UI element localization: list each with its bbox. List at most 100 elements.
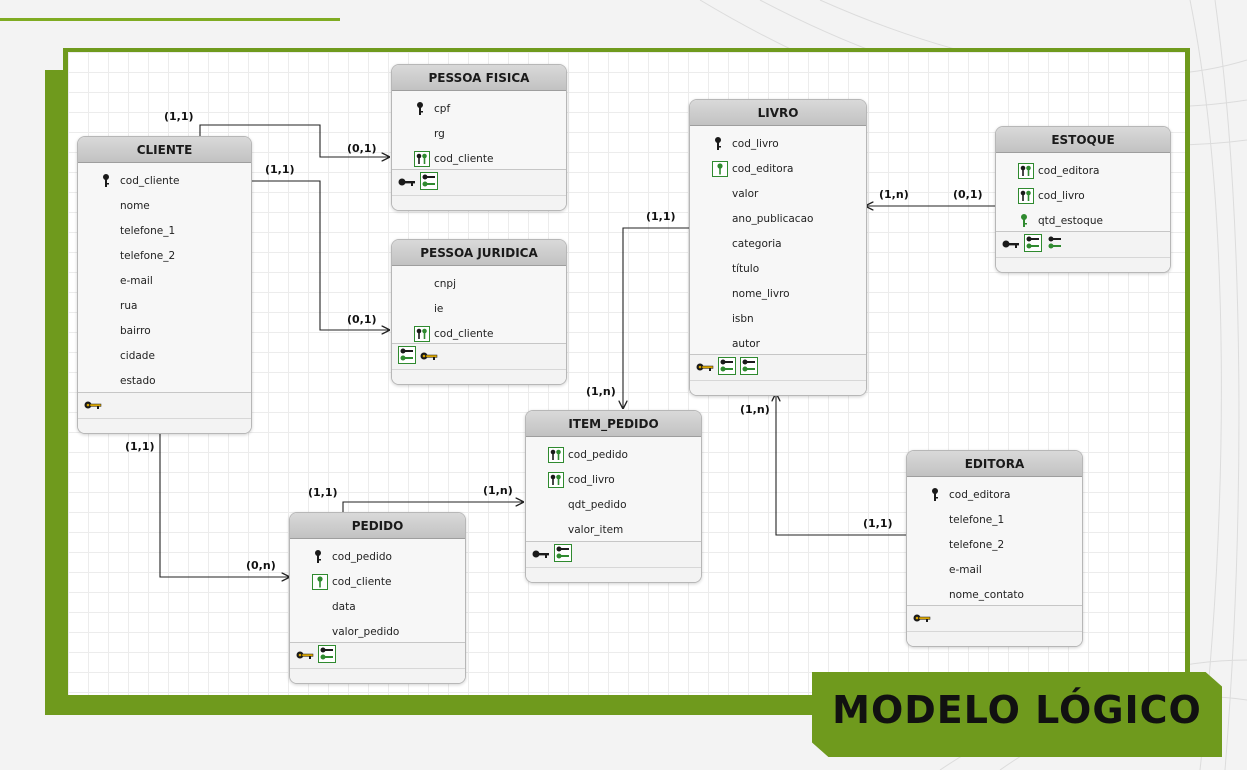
- attribute-name: ano_publicacao: [732, 212, 814, 225]
- cardinality-label: (0,1): [953, 188, 983, 201]
- pk-key-icon: [1002, 235, 1020, 254]
- attribute-row[interactable]: e-mail: [78, 268, 251, 293]
- cardinality-label: (1,1): [265, 163, 295, 176]
- attribute-row[interactable]: cod_editora: [690, 156, 866, 181]
- attribute-row[interactable]: telefone_1: [907, 507, 1082, 532]
- attribute-name: cod_cliente: [434, 152, 494, 165]
- attribute-row[interactable]: valor_pedido: [290, 619, 465, 644]
- attribute-row[interactable]: cnpj: [392, 271, 566, 296]
- attribute-row[interactable]: cod_livro: [526, 467, 701, 492]
- pk-icon: [414, 101, 430, 117]
- attribute-row[interactable]: bairro: [78, 318, 251, 343]
- attribute-name: bairro: [120, 324, 151, 337]
- entity-title: ITEM_PEDIDO: [526, 411, 701, 437]
- cardinality-label: (0,1): [347, 313, 377, 326]
- attribute-row[interactable]: telefone_2: [907, 532, 1082, 557]
- cardinality-label: (1,1): [863, 517, 893, 530]
- attribute-row[interactable]: rua: [78, 293, 251, 318]
- attribute-row[interactable]: rg: [392, 121, 566, 146]
- attribute-name: ie: [434, 302, 444, 315]
- pk-gold-key-icon: [84, 396, 102, 415]
- key-summary-row: [290, 643, 465, 669]
- attribute-row[interactable]: telefone_2: [78, 243, 251, 268]
- attribute-row[interactable]: data: [290, 594, 465, 619]
- attribute-name: título: [732, 262, 760, 275]
- attribute-name: cod_editora: [949, 488, 1011, 501]
- pk-gold-key-icon: [296, 646, 314, 665]
- attribute-row[interactable]: nome: [78, 193, 251, 218]
- attribute-row[interactable]: ie: [392, 296, 566, 321]
- fk-icon: [548, 446, 564, 463]
- key-summary-row: [996, 232, 1170, 258]
- fkpk-key-icon: [420, 171, 438, 194]
- cardinality-label: (1,n): [586, 385, 616, 398]
- attribute-row[interactable]: cpf: [392, 96, 566, 121]
- attribute-row[interactable]: cod_livro: [996, 183, 1170, 208]
- attribute-name: valor_item: [568, 523, 624, 536]
- fkpk-key-icon: [554, 543, 572, 566]
- attribute-row[interactable]: qtd_estoque: [996, 208, 1170, 233]
- attribute-row[interactable]: autor: [690, 331, 866, 356]
- attribute-row[interactable]: cod_pedido: [290, 544, 465, 569]
- pk-icon: [312, 549, 328, 565]
- cardinality-label: (1,n): [740, 403, 770, 416]
- attribute-row[interactable]: cod_cliente: [392, 146, 566, 171]
- attribute-row[interactable]: título: [690, 256, 866, 281]
- attribute-row[interactable]: estado: [78, 368, 251, 393]
- attribute-row[interactable]: valor_item: [526, 517, 701, 542]
- fk-icon: [414, 325, 430, 342]
- attribute-name: cod_pedido: [568, 448, 628, 461]
- key-summary-row: [392, 344, 566, 370]
- attribute-name: rua: [120, 299, 138, 312]
- cardinality-label: (1,1): [308, 486, 338, 499]
- attribute-name: categoria: [732, 237, 782, 250]
- attribute-row[interactable]: qdt_pedido: [526, 492, 701, 517]
- attribute-row[interactable]: categoria: [690, 231, 866, 256]
- attribute-row[interactable]: ano_publicacao: [690, 206, 866, 231]
- attribute-row[interactable]: cod_cliente: [78, 168, 251, 193]
- attribute-row[interactable]: cod_editora: [907, 482, 1082, 507]
- attribute-name: cnpj: [434, 277, 457, 290]
- entity-footer: [78, 392, 251, 433]
- attribute-row[interactable]: telefone_1: [78, 218, 251, 243]
- attribute-row[interactable]: isbn: [690, 306, 866, 331]
- attribute-row[interactable]: cod_livro: [690, 131, 866, 156]
- entity-title: EDITORA: [907, 451, 1082, 477]
- attribute-name: nome: [120, 199, 150, 212]
- cardinality-label: (0,n): [246, 559, 276, 572]
- entity-title: ESTOQUE: [996, 127, 1170, 153]
- attribute-row[interactable]: cod_cliente: [392, 321, 566, 346]
- cardinality-label: (1,n): [483, 484, 513, 497]
- attribute-row[interactable]: cod_editora: [996, 158, 1170, 183]
- entity-title: PEDIDO: [290, 513, 465, 539]
- attribute-row[interactable]: nome_contato: [907, 582, 1082, 607]
- attribute-row[interactable]: nome_livro: [690, 281, 866, 306]
- attribute-name: valor: [732, 187, 759, 200]
- attribute-row[interactable]: cod_cliente: [290, 569, 465, 594]
- attribute-row[interactable]: e-mail: [907, 557, 1082, 582]
- pk-key-icon: [532, 545, 550, 564]
- attribute-row[interactable]: valor: [690, 181, 866, 206]
- attribute-name: cod_editora: [1038, 164, 1100, 177]
- attribute-name: rg: [434, 127, 445, 140]
- attribute-name: cod_editora: [732, 162, 794, 175]
- attribute-name: cod_livro: [732, 137, 779, 150]
- pk-green-icon: [1018, 213, 1034, 229]
- attribute-row[interactable]: cod_pedido: [526, 442, 701, 467]
- entity-footer: [290, 642, 465, 683]
- attribute-name: cod_cliente: [332, 575, 392, 588]
- attribute-row[interactable]: cidade: [78, 343, 251, 368]
- entity-title: LIVRO: [690, 100, 866, 126]
- entity-footer: [996, 231, 1170, 272]
- fkpk-key-icon: [1024, 233, 1042, 256]
